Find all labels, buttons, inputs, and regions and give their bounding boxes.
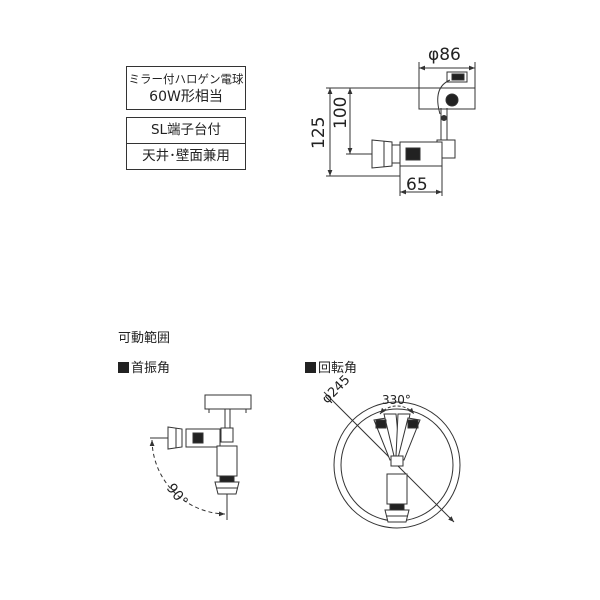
rotation-outer-circle [333,401,461,529]
tilt-angle-value: 90° [163,481,191,510]
dim-label-125: 125 [309,117,329,149]
bracket-knob [445,93,459,107]
rotation-angle-title: 回転角 [305,357,357,376]
rotation-lamp-body [386,473,408,505]
tilt-joint [220,427,234,443]
tilt-drawing [149,394,252,520]
spec-terminal-box: SL端子台付 [126,117,246,144]
rotation-diameter-value: φ245 [319,373,353,407]
dim-label-86: φ86 [428,45,461,65]
spec-lamp-box: ミラー付ハロゲン電球 60W形相当 [126,66,246,110]
tilt-base-plate [204,394,252,410]
tilt-lamp-vertical [216,445,238,477]
rotation-joint [390,455,404,467]
rotation-drawing [323,391,461,529]
lamp-head [371,139,393,169]
square-bullet-icon [305,362,316,373]
tilt-lamp-head-horizontal [167,426,183,450]
dimension-drawing [326,62,476,196]
dim-label-100: 100 [331,97,351,129]
rotation-arc [379,405,415,415]
tilt-arc [149,439,226,517]
tilt-angle-title: 首振角 [118,357,170,376]
rotation-angle-label: 回転角 [318,361,358,376]
spec-lamp-type: ミラー付ハロゲン電球 [128,72,244,86]
lamp-body-band [405,147,421,161]
tilt-angle-label: 首振角 [131,361,171,376]
spec-mount-box: 天井･壁面兼用 [126,144,246,170]
wire [437,79,451,115]
arm-joint [441,115,447,121]
square-bullet-icon [118,362,129,373]
terminal-block-inner [451,73,465,81]
movable-range-title: 可動範囲 [118,331,171,346]
dim-label-65: 65 [406,175,428,195]
lamp-neck [391,144,401,164]
spec-lamp-wattage: 60W形相当 [149,89,223,105]
rotation-angle-value: 330° [382,393,411,407]
rotation-lamp-fan [373,413,421,461]
